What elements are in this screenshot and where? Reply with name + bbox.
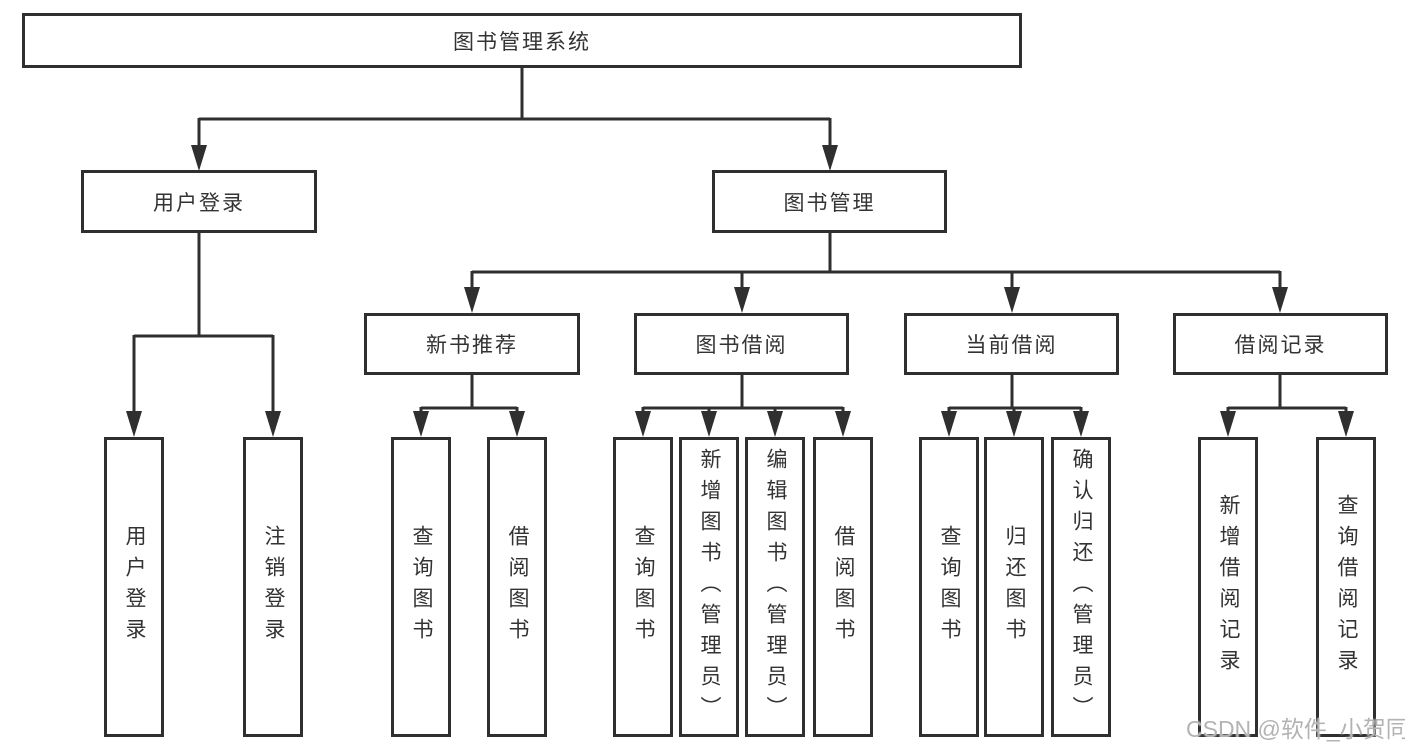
leaf-add-borrow-record: 新增借阅记录 bbox=[1198, 437, 1258, 737]
node-book-mgmt: 图书管理 bbox=[712, 170, 947, 233]
node-user-login-label: 用户登录 bbox=[153, 191, 245, 215]
node-book-borrow: 图书借阅 bbox=[634, 313, 849, 375]
node-borrow-records: 借阅记录 bbox=[1173, 313, 1388, 375]
leaf-query-books-borrow-label: 查询图书 bbox=[632, 525, 655, 649]
leaf-query-books-recommend-label: 查询图书 bbox=[410, 525, 433, 649]
leaf-confirm-return-admin-label: 确认归还（管理员） bbox=[1070, 447, 1093, 727]
leaf-user-login: 用户登录 bbox=[104, 437, 164, 737]
node-root-label: 图书管理系统 bbox=[453, 30, 591, 54]
arrowheads-level2 bbox=[191, 145, 838, 171]
leaf-logout: 注销登录 bbox=[243, 437, 303, 737]
arrowheads-current-borrow-group bbox=[941, 411, 1089, 437]
node-current-borrow: 当前借阅 bbox=[904, 313, 1119, 375]
leaf-confirm-return-admin: 确认归还（管理员） bbox=[1051, 437, 1111, 737]
leaf-add-borrow-record-label: 新增借阅记录 bbox=[1217, 494, 1240, 680]
node-book-mgmt-label: 图书管理 bbox=[783, 191, 876, 215]
connector-user-login-group bbox=[132, 233, 275, 413]
node-root: 图书管理系统 bbox=[22, 13, 1022, 68]
leaf-query-books-borrow: 查询图书 bbox=[613, 437, 673, 737]
leaf-query-books-current-label: 查询图书 bbox=[938, 525, 961, 649]
arrowheads-borrow-records-group bbox=[1220, 411, 1354, 437]
connector-new-book-group bbox=[419, 375, 519, 413]
leaf-borrow-books-recommend-label: 借阅图书 bbox=[506, 525, 529, 649]
node-borrow-records-label: 借阅记录 bbox=[1234, 334, 1327, 357]
leaf-edit-books-admin-label: 编辑图书（管理员） bbox=[764, 447, 787, 727]
leaf-query-borrow-record: 查询借阅记录 bbox=[1316, 437, 1376, 737]
leaf-query-borrow-record-label: 查询借阅记录 bbox=[1335, 494, 1358, 680]
arrowheads-user-login-group bbox=[126, 411, 281, 437]
leaf-user-login-label: 用户登录 bbox=[123, 525, 146, 649]
connector-root-to-level2 bbox=[197, 68, 832, 147]
leaf-borrow-books: 借阅图书 bbox=[813, 437, 873, 737]
node-new-book-recommend: 新书推荐 bbox=[364, 313, 580, 375]
leaf-logout-label: 注销登录 bbox=[262, 525, 285, 649]
leaf-add-books-admin: 新增图书（管理员） bbox=[679, 437, 739, 737]
leaf-query-books-recommend: 查询图书 bbox=[391, 437, 451, 737]
connector-current-borrow-group bbox=[947, 375, 1083, 413]
leaf-edit-books-admin: 编辑图书（管理员） bbox=[745, 437, 805, 737]
leaf-borrow-books-label: 借阅图书 bbox=[832, 525, 855, 649]
arrowheads-level3 bbox=[464, 287, 1288, 313]
node-new-book-recommend-label: 新书推荐 bbox=[426, 334, 518, 357]
arrowheads-book-borrow-group bbox=[635, 411, 851, 437]
leaf-return-books: 归还图书 bbox=[984, 437, 1044, 737]
leaf-return-books-label: 归还图书 bbox=[1003, 525, 1026, 649]
node-user-login: 用户登录 bbox=[81, 170, 317, 233]
leaf-add-books-admin-label: 新增图书（管理员） bbox=[698, 447, 721, 727]
leaf-query-books-current: 查询图书 bbox=[919, 437, 979, 737]
connector-book-mgmt-to-level3 bbox=[470, 233, 1282, 289]
arrowheads-new-book-group bbox=[413, 411, 525, 437]
node-book-borrow-label: 图书借阅 bbox=[695, 334, 788, 357]
connector-book-borrow-group bbox=[641, 375, 845, 413]
leaf-borrow-books-recommend: 借阅图书 bbox=[487, 437, 547, 737]
node-current-borrow-label: 当前借阅 bbox=[965, 334, 1058, 357]
watermark: CSDN @软件_小贺同学 bbox=[1186, 716, 1405, 742]
connector-borrow-records-group bbox=[1226, 375, 1348, 413]
